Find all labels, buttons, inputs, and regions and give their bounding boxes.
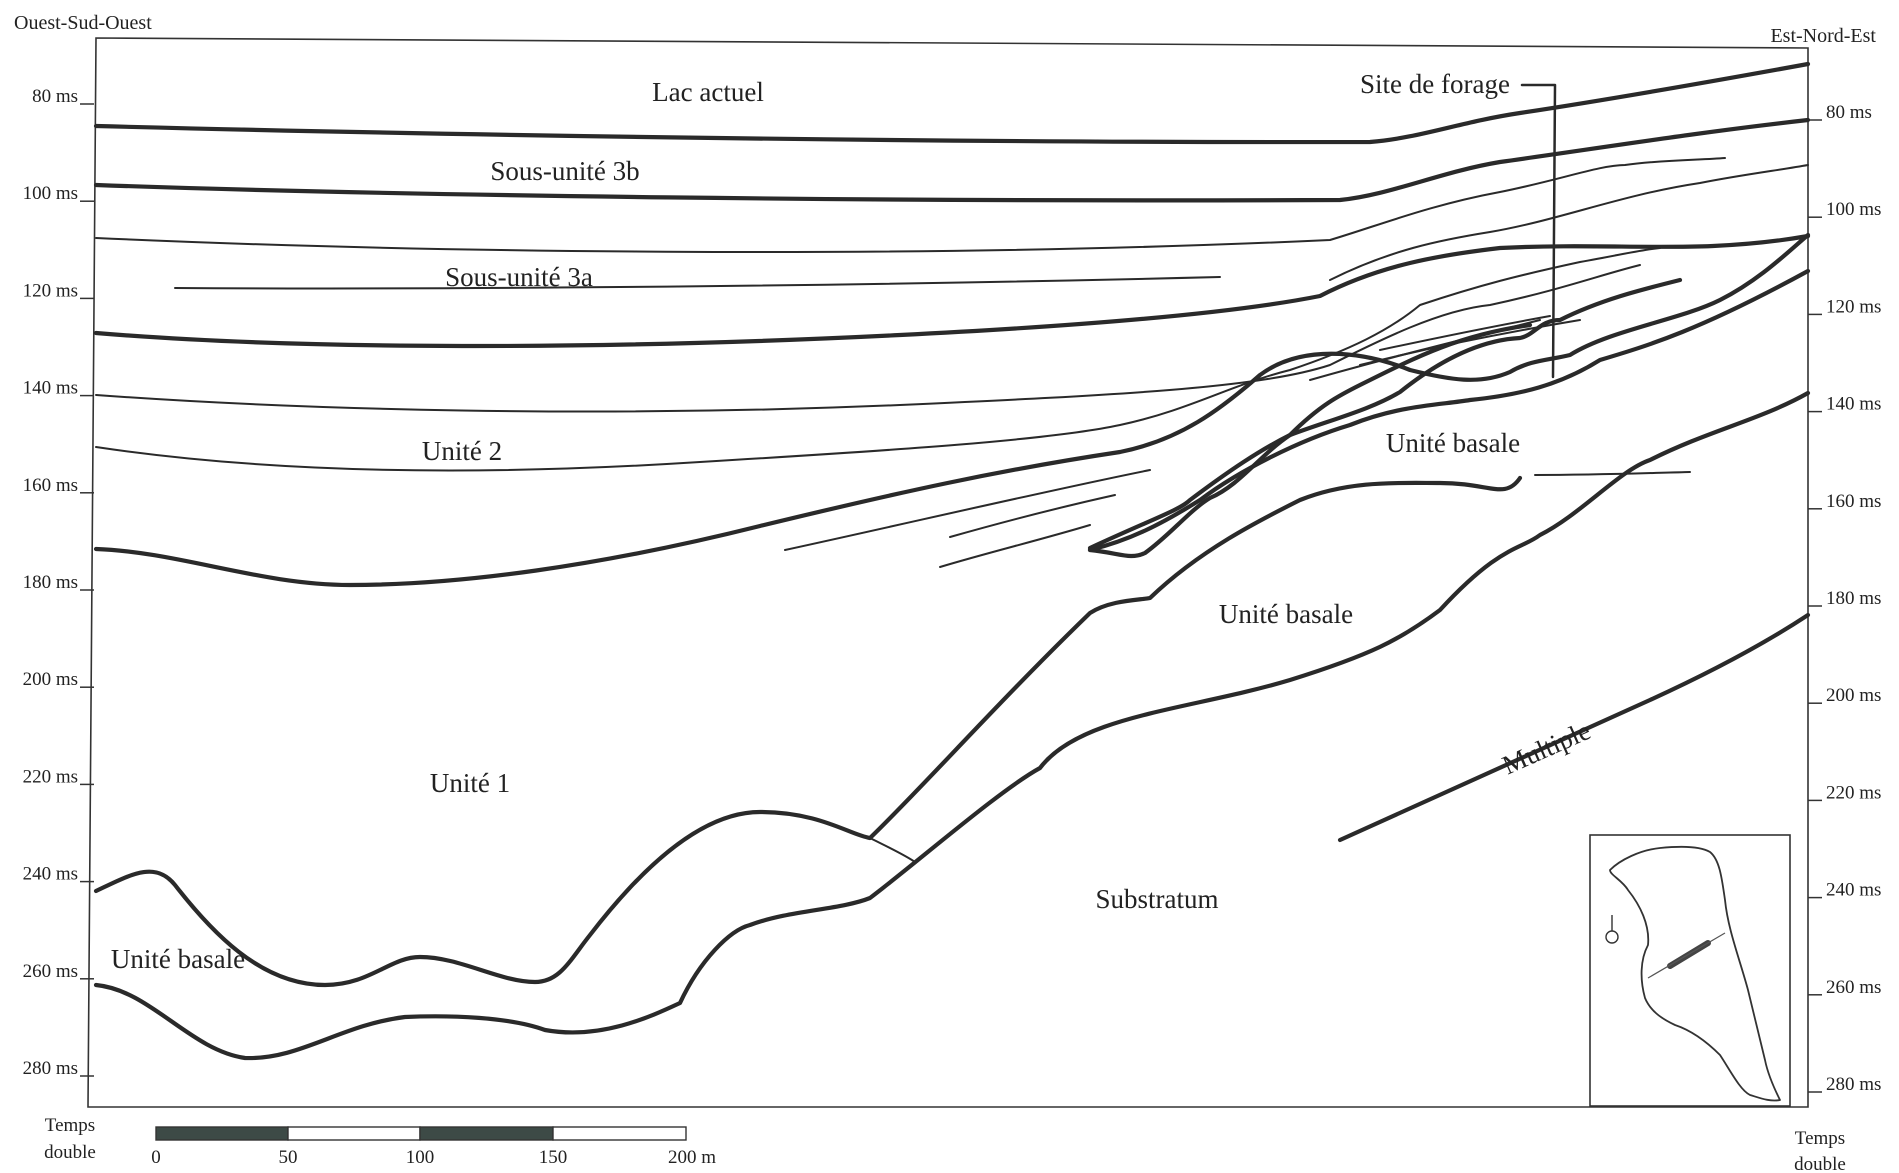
left-axis-tick-label: 280 ms bbox=[23, 1058, 78, 1079]
scale-tick-label: 150 bbox=[539, 1147, 568, 1168]
left-time-axis: 80 ms 100 ms 120 ms 140 ms 160 ms 180 ms 200 m… bbox=[23, 86, 94, 1079]
reflector-3a-internal-b bbox=[1329, 164, 1809, 281]
drilling-site-marker bbox=[1520, 83, 1557, 379]
left-axis-tick-label: 120 ms bbox=[23, 280, 78, 301]
top-subunit-3a-reflector bbox=[93, 233, 1811, 349]
right-axis-title-line1: Temps bbox=[1795, 1128, 1845, 1149]
reflector-3b-internal bbox=[95, 157, 1726, 254]
reflector-unit2-lens-c bbox=[1359, 319, 1581, 366]
reflector-unit1-lens-a bbox=[784, 469, 1151, 551]
right-axis-tick-label: 280 ms bbox=[1826, 1074, 1881, 1095]
right-axis-tick-label: 100 ms bbox=[1826, 199, 1881, 220]
lake-floor-reflector bbox=[93, 61, 1811, 145]
north-arrow-icon bbox=[1605, 930, 1619, 944]
sous-unite-3b-label: Sous-unité 3b bbox=[490, 156, 639, 186]
right-axis-tick-label: 180 ms bbox=[1826, 588, 1881, 609]
unite-2-label: Unité 2 bbox=[422, 436, 502, 466]
left-axis-tick-label: 180 ms bbox=[23, 572, 78, 593]
left-axis-tick-label: 240 ms bbox=[23, 864, 78, 885]
right-axis-tick-label: 80 ms bbox=[1826, 102, 1872, 123]
unite-basale-upper-closure bbox=[1087, 322, 1533, 559]
profile-extension-line bbox=[1647, 932, 1726, 979]
left-axis-title-line2: double bbox=[44, 1142, 96, 1163]
left-axis-tick-label: 260 ms bbox=[23, 961, 78, 982]
substratum-label: Substratum bbox=[1095, 884, 1218, 914]
left-axis-tick-label: 200 ms bbox=[23, 669, 78, 690]
left-axis-tick-label: 100 ms bbox=[23, 183, 78, 204]
unite-basale-upper-label: Unité basale bbox=[1386, 428, 1520, 458]
lake-outline bbox=[1609, 845, 1781, 1102]
reflector-unit1-crossing bbox=[869, 837, 916, 863]
right-axis-tick-label: 240 ms bbox=[1826, 880, 1881, 901]
left-axis-title-line1: Temps bbox=[45, 1115, 95, 1136]
profile-frame bbox=[87, 37, 1809, 1108]
unite-basale-left-label: Unité basale bbox=[111, 944, 245, 974]
scale-segment bbox=[419, 1126, 554, 1141]
left-axis-tick-label: 160 ms bbox=[23, 475, 78, 496]
reflector-3a-internal-a bbox=[174, 276, 1221, 290]
right-axis-tick-label: 140 ms bbox=[1826, 394, 1881, 415]
reflector-unit2-internal bbox=[95, 247, 1661, 472]
reflector-unit1-lens-c bbox=[939, 524, 1091, 568]
inset-frame bbox=[1589, 834, 1791, 1107]
top-upper-unite-basale bbox=[1087, 268, 1811, 553]
scale-tick-label: 100 bbox=[406, 1147, 435, 1168]
base-unite-basale-left bbox=[93, 390, 1811, 1061]
sous-unite-3a-label: Sous-unité 3a bbox=[445, 262, 593, 292]
east-orientation-label: Est-Nord-Est bbox=[1770, 25, 1876, 47]
right-time-axis: 80 ms 100 ms 120 ms 140 ms 160 ms 180 ms 200 m… bbox=[1808, 102, 1881, 1095]
multiple-label: Multiple bbox=[1498, 715, 1595, 780]
scale-tick-label: 200 m bbox=[668, 1147, 716, 1168]
location-inset-map bbox=[1589, 834, 1791, 1107]
right-axis-tick-label: 200 ms bbox=[1826, 685, 1881, 706]
lac-actuel-label: Lac actuel bbox=[652, 77, 764, 107]
left-axis-tick-label: 140 ms bbox=[23, 378, 78, 399]
top-unit-1-reflector bbox=[93, 232, 1811, 588]
right-axis-tick-label: 160 ms bbox=[1826, 491, 1881, 512]
left-axis-tick-label: 80 ms bbox=[32, 86, 78, 107]
multiple-reflector bbox=[1337, 612, 1811, 843]
reflector-unit2-lens-b bbox=[1379, 315, 1551, 351]
scale-segment bbox=[155, 1126, 289, 1141]
unite-1-label: Unité 1 bbox=[430, 768, 510, 798]
unite-basale-wedge bbox=[1087, 277, 1683, 551]
west-orientation-label: Ouest-Sud-Ouest bbox=[14, 12, 152, 34]
right-axis-tick-label: 260 ms bbox=[1826, 977, 1881, 998]
right-axis-tick-label: 220 ms bbox=[1826, 782, 1881, 803]
reflector-unit1-lens-b bbox=[949, 494, 1116, 538]
scale-bar: 0 50 100 150 200 m bbox=[151, 1126, 716, 1168]
unite-basale-middle-label: Unité basale bbox=[1219, 599, 1353, 629]
left-axis-tick-label: 220 ms bbox=[23, 766, 78, 787]
scale-segment bbox=[552, 1126, 687, 1141]
top-lower-unite-basale-left bbox=[93, 475, 1523, 988]
scale-tick-label: 0 bbox=[151, 1147, 161, 1168]
reflector-unit2-top bbox=[95, 264, 1641, 413]
top-subunit-3b-reflector bbox=[93, 117, 1811, 203]
site-de-forage-label: Site de forage bbox=[1360, 69, 1510, 99]
scale-tick-label: 50 bbox=[279, 1147, 298, 1168]
right-axis-tick-label: 120 ms bbox=[1826, 296, 1881, 317]
right-axis-title-line2: double bbox=[1794, 1154, 1846, 1173]
unite-basale-base-closure bbox=[1534, 471, 1691, 476]
scale-segment bbox=[287, 1126, 421, 1141]
